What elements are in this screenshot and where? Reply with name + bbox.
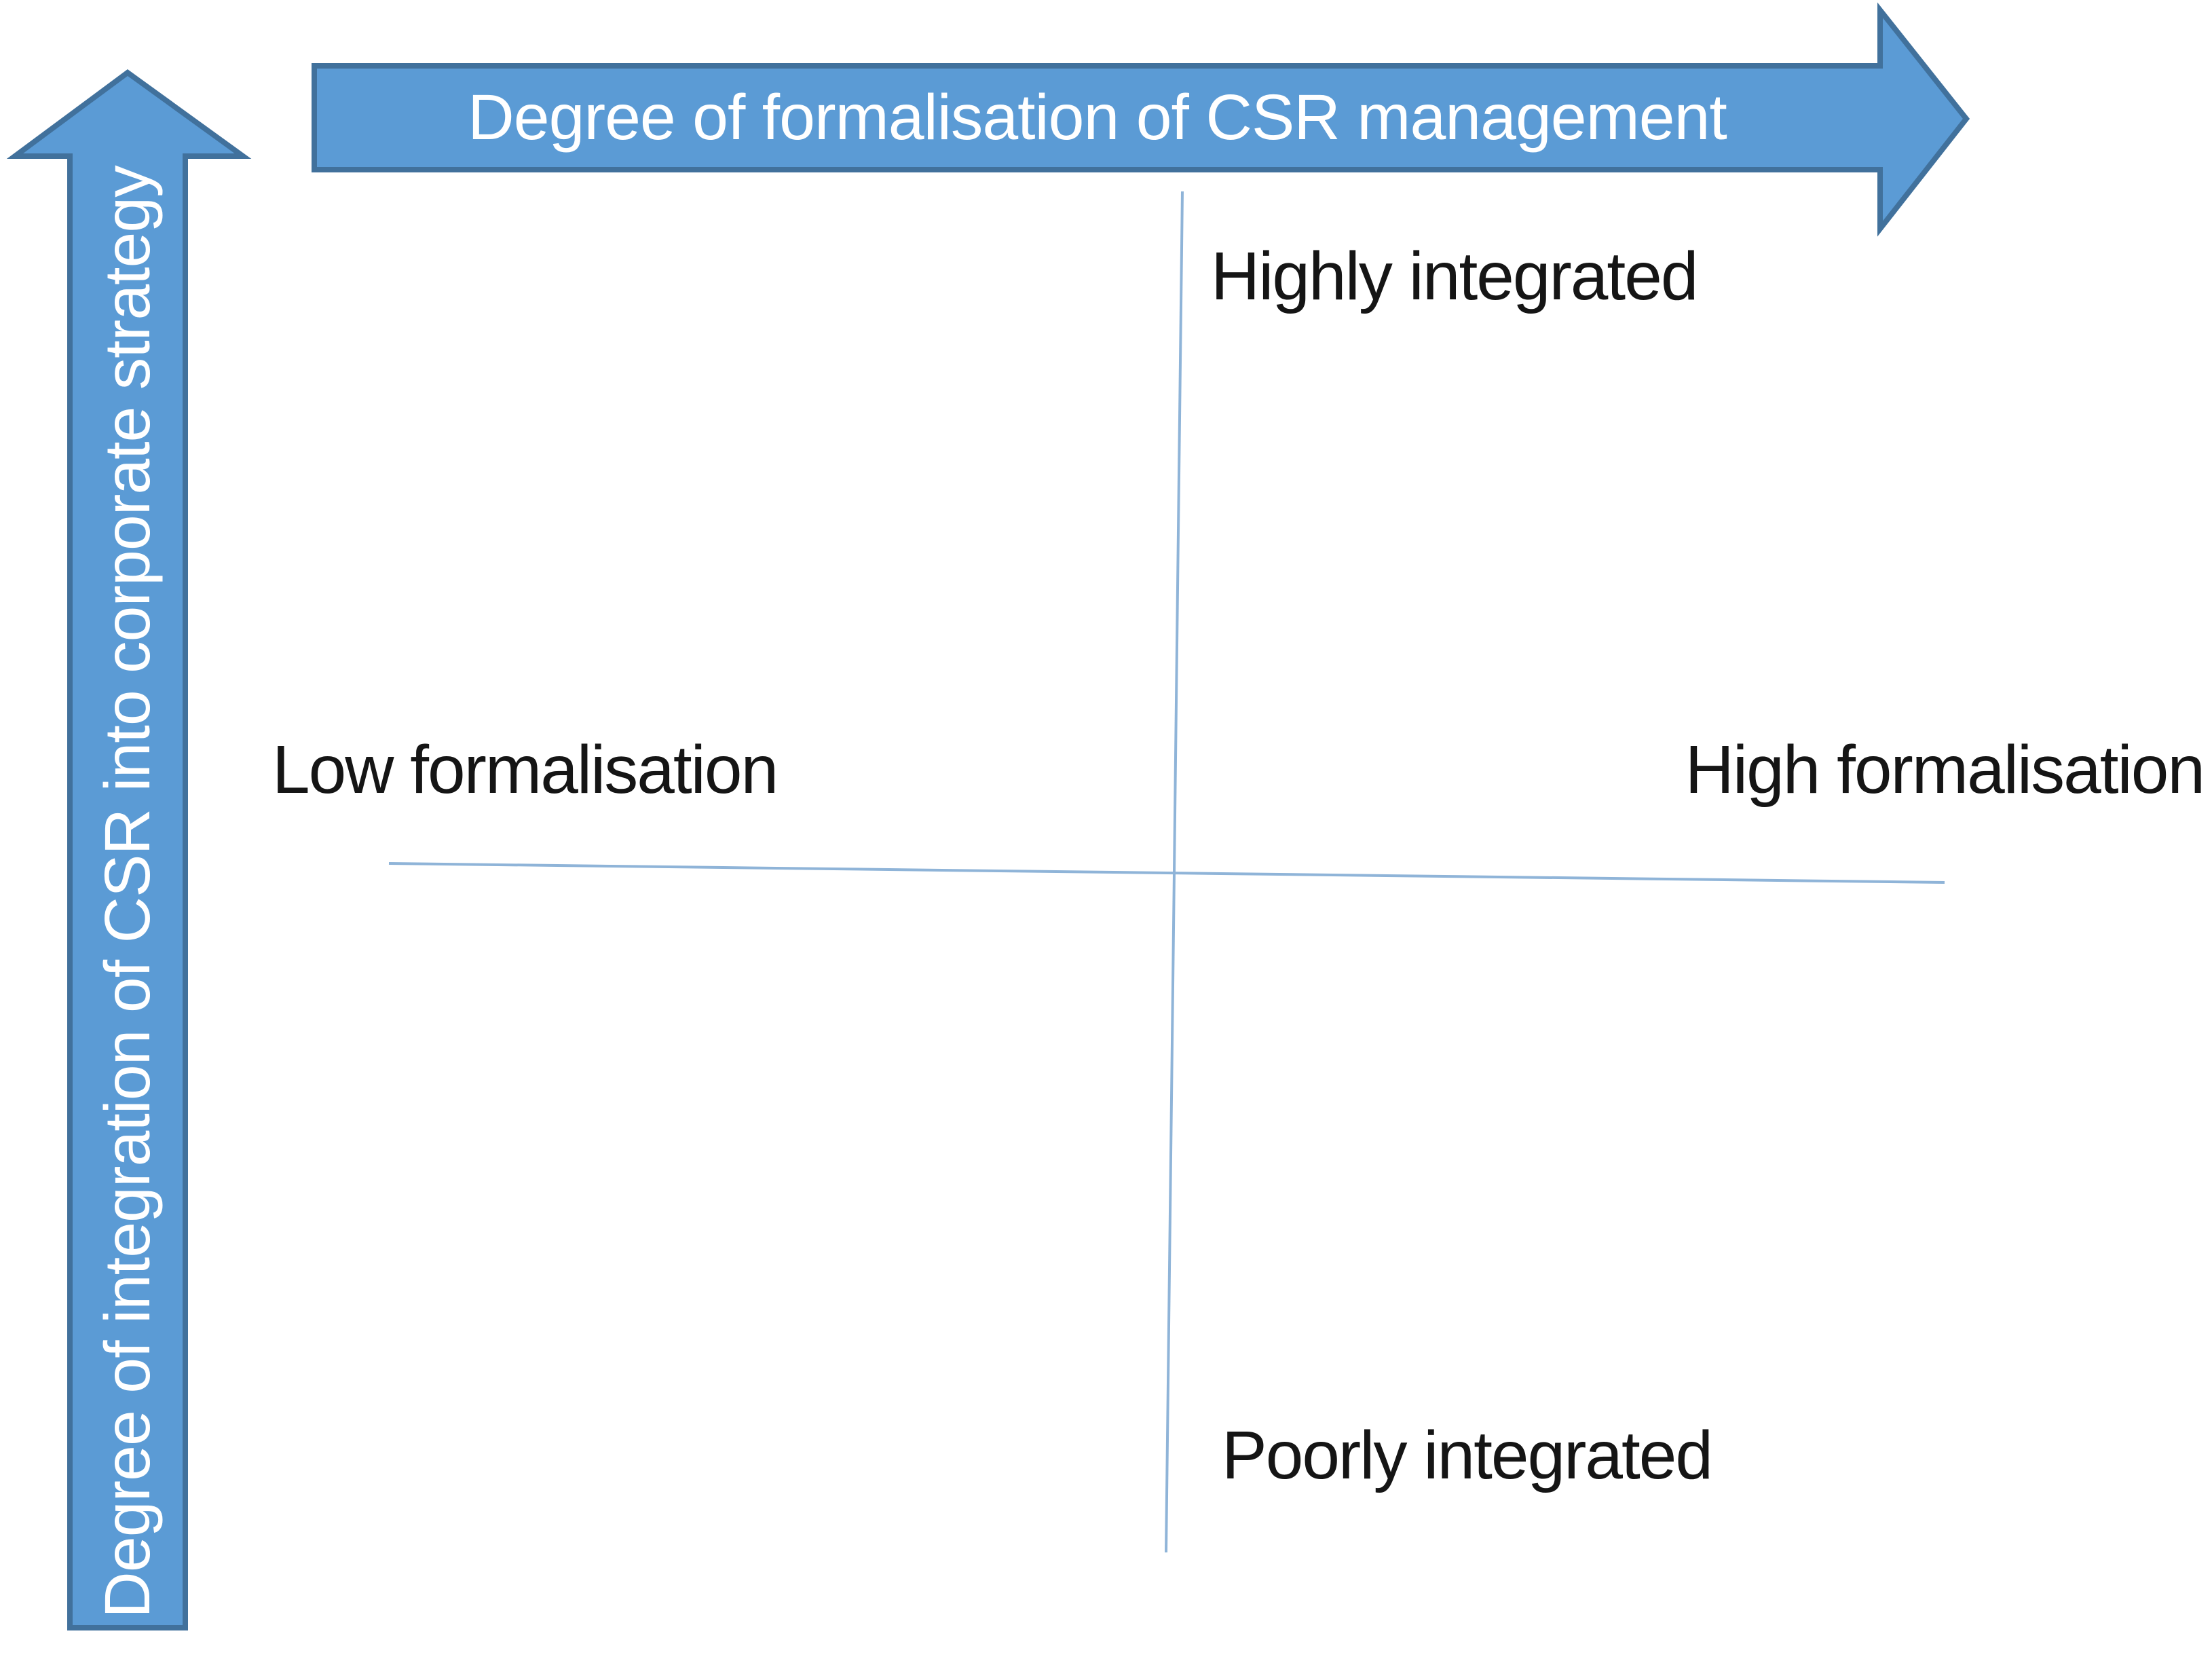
label-low-formalisation: Low formalisation: [272, 732, 779, 808]
horizontal-axis-label: Degree of formalisation of CSR managemen…: [468, 81, 1727, 153]
horizontal-crossline: [388, 862, 1945, 884]
label-high-formalisation: High formalisation: [1685, 732, 2205, 808]
vertical-axis-label: Degree of integration of CSR into corpor…: [92, 166, 164, 1618]
horizontal-axis-arrow-icon: [312, 2, 1970, 237]
label-highly-integrated: Highly integrated: [1211, 238, 1698, 314]
label-poorly-integrated: Poorly integrated: [1222, 1417, 1713, 1493]
vertical-axis-arrow-icon: [6, 69, 252, 1630]
